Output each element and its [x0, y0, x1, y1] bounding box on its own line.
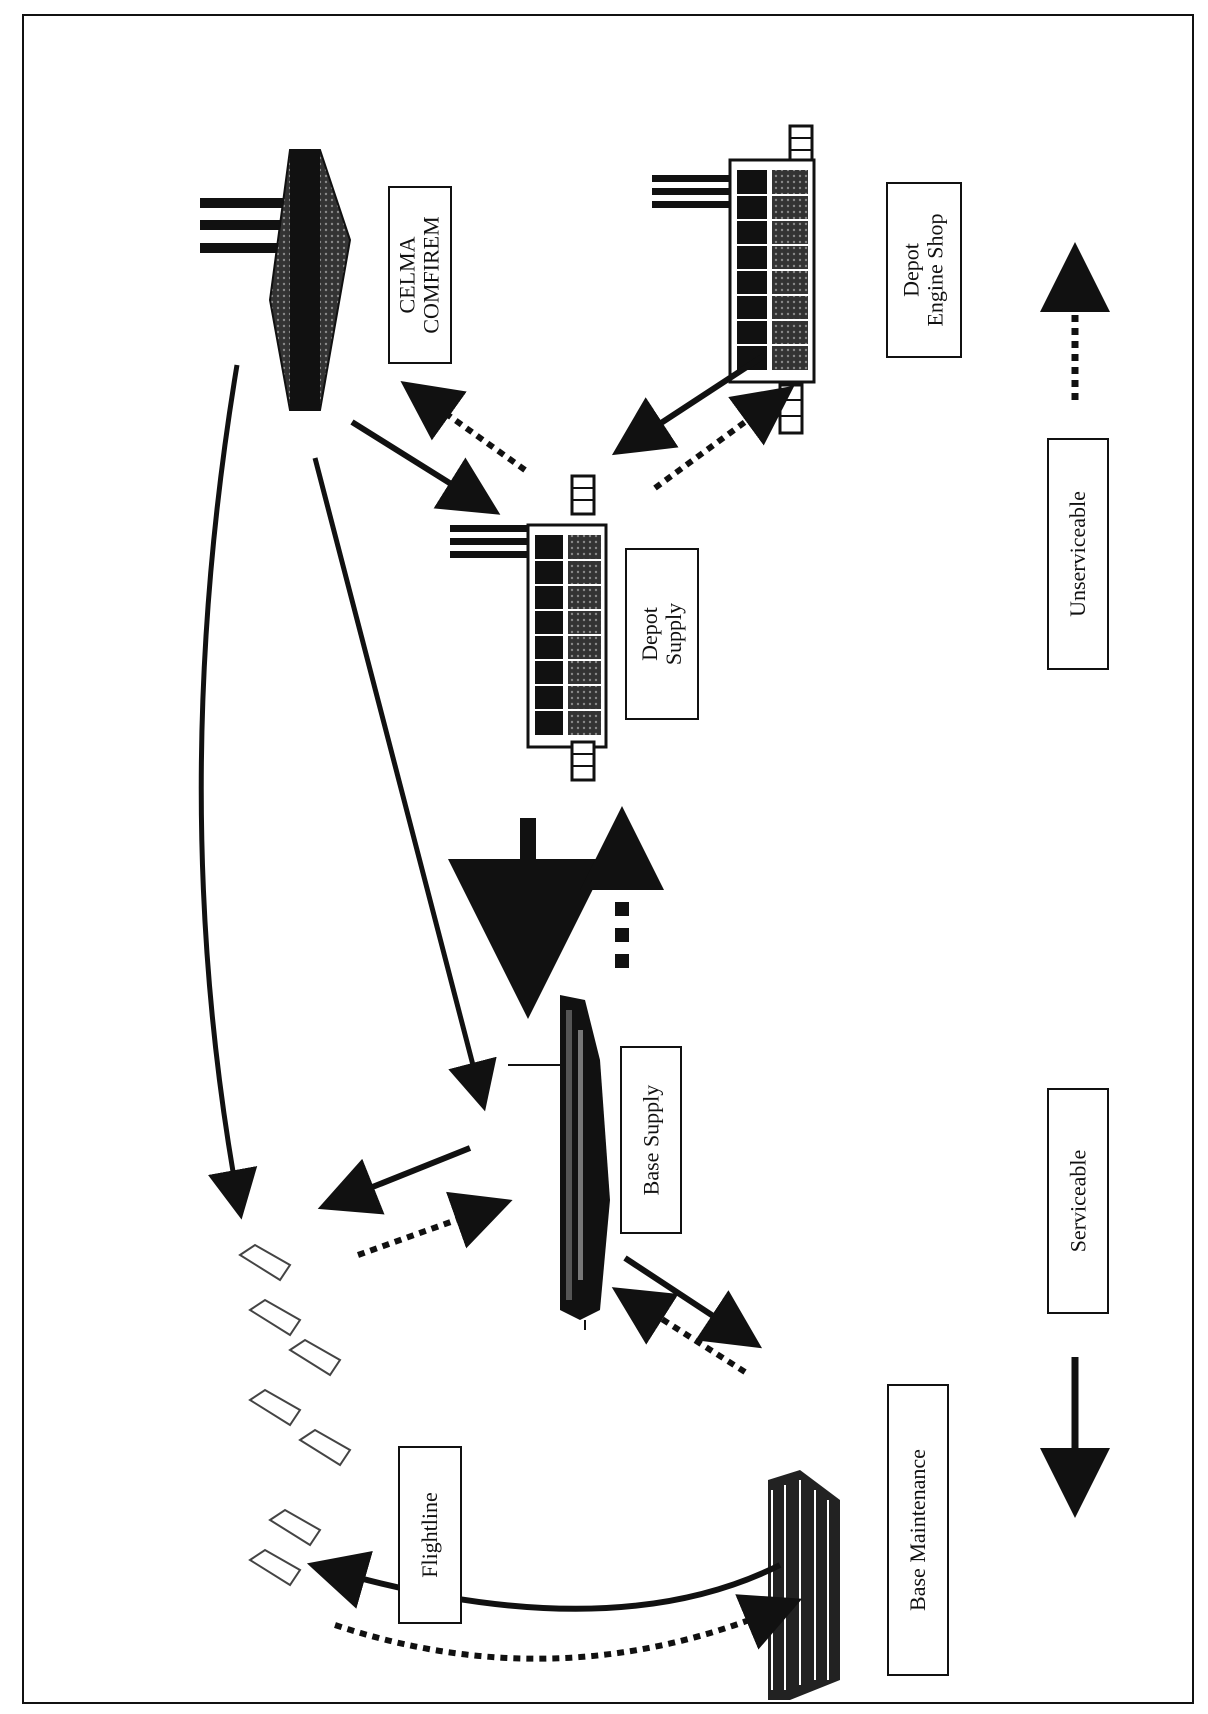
- flow-flightline-to-base-supply: [356, 1191, 513, 1258]
- base-maintenance-label: Base Maintenance: [887, 1384, 949, 1676]
- warehouse-icon: [508, 995, 610, 1330]
- serviceable-legend-label: Serviceable: [1047, 1088, 1109, 1314]
- flightline-label: Flightline: [398, 1446, 462, 1624]
- flow-celma-to-flightline: [198, 364, 258, 1220]
- hangar-icon: [768, 1470, 840, 1700]
- flow-flightline-to-maintenance: [334, 1594, 803, 1662]
- serviceable-flows: [198, 352, 782, 1612]
- depot-building-icon: [450, 474, 608, 782]
- factory-icon: [200, 149, 352, 411]
- aircraft-group-icon: [238, 1243, 352, 1587]
- flow-engine-shop-to-depot-supply: [611, 352, 767, 456]
- base-supply-label: Base Supply: [620, 1046, 682, 1234]
- flow-celma-to-depot-supply: [350, 419, 501, 515]
- unserviceable-legend-label: Unserviceable: [1047, 438, 1109, 670]
- depot-supply-label: Depot Supply: [625, 548, 699, 720]
- flow-base-supply-to-flightline: [317, 1145, 472, 1215]
- flow-maintenance-to-base-supply: [611, 1287, 747, 1375]
- flow-base-supply-to-maintenance: [623, 1255, 763, 1349]
- depot-building-icon: [652, 124, 816, 435]
- unserviceable-flows: [334, 381, 803, 1662]
- depot-engine-shop-label: Depot Engine Shop: [886, 182, 962, 358]
- flow-celma-to-base-supply: [312, 457, 497, 1112]
- celma-label: CELMA COMFIREM: [388, 186, 452, 364]
- flow-depot-supply-to-celma: [400, 381, 527, 473]
